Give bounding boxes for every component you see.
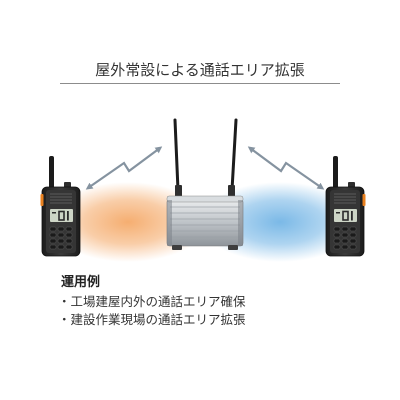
left-link-arrow-icon bbox=[85, 146, 163, 190]
right-radio-icon bbox=[325, 155, 366, 257]
title-divider bbox=[60, 83, 340, 84]
left-radio-icon bbox=[40, 155, 81, 257]
usage-item: ・工場建屋内外の通話エリア確保 bbox=[58, 294, 246, 309]
right-link-arrow-icon bbox=[247, 146, 325, 190]
page-title: 屋外常設による通話エリア拡張 bbox=[95, 61, 305, 79]
usage-heading: 運用例 bbox=[61, 275, 101, 290]
repeater-icon bbox=[166, 118, 244, 250]
usage-item: ・建設作業現場の通話エリア拡張 bbox=[58, 312, 246, 327]
